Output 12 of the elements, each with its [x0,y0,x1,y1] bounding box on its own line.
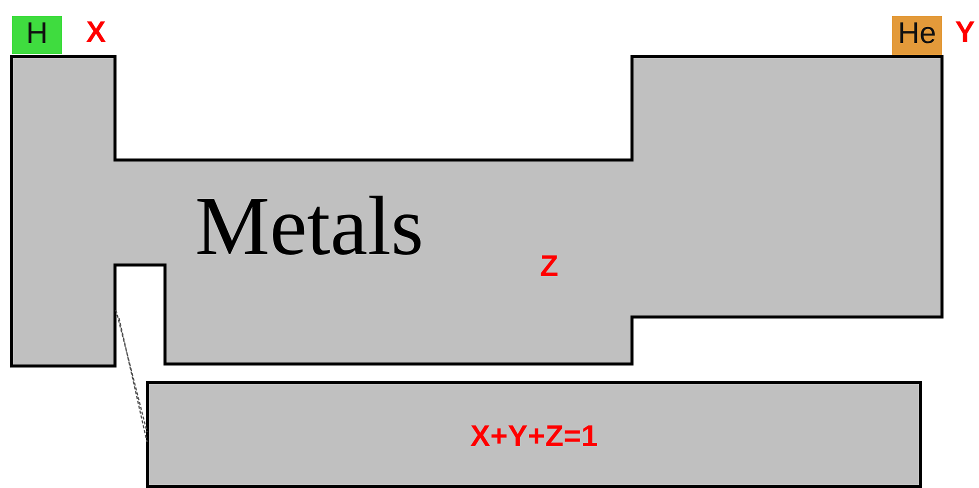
connector-line [115,309,148,443]
series-block [146,381,922,488]
variable-label: X [86,18,106,48]
equation: X+Y+Z=1 [469,422,599,452]
element-symbol: He [896,19,938,49]
element-symbol: H [25,19,49,49]
periodic-table-outline [10,55,944,368]
element-cell [12,16,62,54]
region-label: Metals [195,185,424,269]
element-cell [892,16,942,55]
variable-label: Z [540,252,558,282]
variable-label: Y [955,18,976,48]
